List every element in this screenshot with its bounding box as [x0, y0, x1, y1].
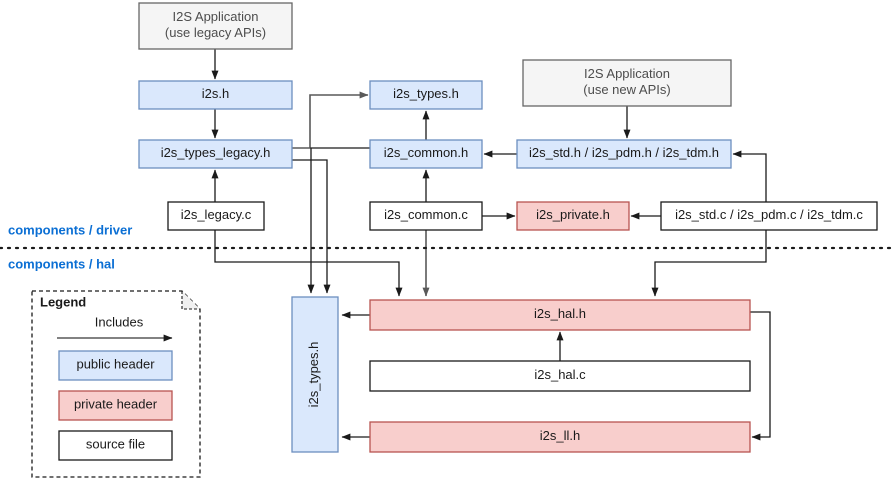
node-i2s-legacy-c[interactable]: i2s_legacy.c — [167, 201, 265, 231]
node-i2s-hal-c[interactable]: i2s_hal.c — [369, 360, 751, 392]
node-box-i2s-h — [138, 80, 293, 110]
node-i2s-types-h-top[interactable]: i2s_types.h — [369, 80, 483, 110]
node-box-i2s-hal-c — [369, 360, 751, 392]
edge-std-c-to-std-h — [732, 150, 767, 202]
nodes-layer: I2S Application(use legacy APIs) i2s.h i2s… — [138, 2, 878, 453]
edge-types-legacy-to-types-h-vertical — [292, 159, 331, 294]
node-box-i2s-std-h — [516, 139, 732, 169]
edge-legacy-c-to-hal-h — [214, 230, 403, 297]
node-i2s-types-legacy-h[interactable]: i2s_types_legacy.h — [138, 139, 293, 169]
legend-swatch-private-header — [58, 390, 173, 421]
edge-common-h-left-to-types-h-vertical — [307, 147, 370, 294]
node-box-i2s-private-h — [516, 201, 630, 231]
node-box-i2s-common-h — [369, 139, 483, 169]
node-app-new[interactable]: I2S Application(use new APIs) — [522, 59, 732, 107]
node-box-i2s-ll-h — [369, 421, 751, 453]
legend-item-source-file: source file — [58, 430, 173, 461]
legend-title: Legend — [40, 294, 86, 309]
node-box-app-new — [522, 59, 732, 107]
legend-folded-corner-icon — [181, 291, 200, 310]
node-box-i2s-types-h-top — [369, 80, 483, 110]
edge-std-c-to-hal-h — [651, 230, 767, 297]
node-i2s-common-h[interactable]: i2s_common.h — [369, 139, 483, 169]
node-i2s-hal-h[interactable]: i2s_hal.h — [369, 299, 751, 331]
legend-swatch-source-file — [58, 430, 173, 461]
legend-includes-label: Includes — [95, 314, 144, 329]
edge-hal-h-to-ll-h — [750, 311, 771, 441]
edge-types-legacy-to-types-h — [292, 91, 369, 149]
node-i2s-types-h-vertical[interactable]: i2s_types.h — [291, 296, 339, 453]
node-box-i2s-types-legacy-h — [138, 139, 293, 169]
node-box-i2s-std-c — [660, 201, 878, 231]
node-i2s-ll-h[interactable]: i2s_ll.h — [369, 421, 751, 453]
divider-label-hal: components / hal — [8, 256, 115, 271]
node-box-i2s-hal-h — [369, 299, 751, 331]
node-i2s-private-h[interactable]: i2s_private.h — [516, 201, 630, 231]
section-dividers: components / driver components / hal — [0, 222, 893, 271]
legend-item-private-header: private header — [58, 390, 173, 421]
node-box-i2s-types-h-vertical — [291, 296, 339, 453]
node-i2s-std-c[interactable]: i2s_std.c / i2s_pdm.c / i2s_tdm.c — [660, 201, 878, 231]
node-i2s-common-c[interactable]: i2s_common.c — [369, 201, 483, 231]
divider-label-driver: components / driver — [8, 222, 132, 237]
node-i2s-h[interactable]: i2s.h — [138, 80, 293, 110]
legend-item-public-header: public header — [58, 350, 173, 381]
edges-layer — [211, 49, 771, 441]
node-box-i2s-common-c — [369, 201, 483, 231]
node-box-app-legacy — [138, 2, 293, 50]
node-box-i2s-legacy-c — [167, 201, 265, 231]
legend-swatch-public-header — [58, 350, 173, 381]
node-app-legacy[interactable]: I2S Application(use legacy APIs) — [138, 2, 293, 50]
node-i2s-std-h[interactable]: i2s_std.h / i2s_pdm.h / i2s_tdm.h — [516, 139, 732, 169]
